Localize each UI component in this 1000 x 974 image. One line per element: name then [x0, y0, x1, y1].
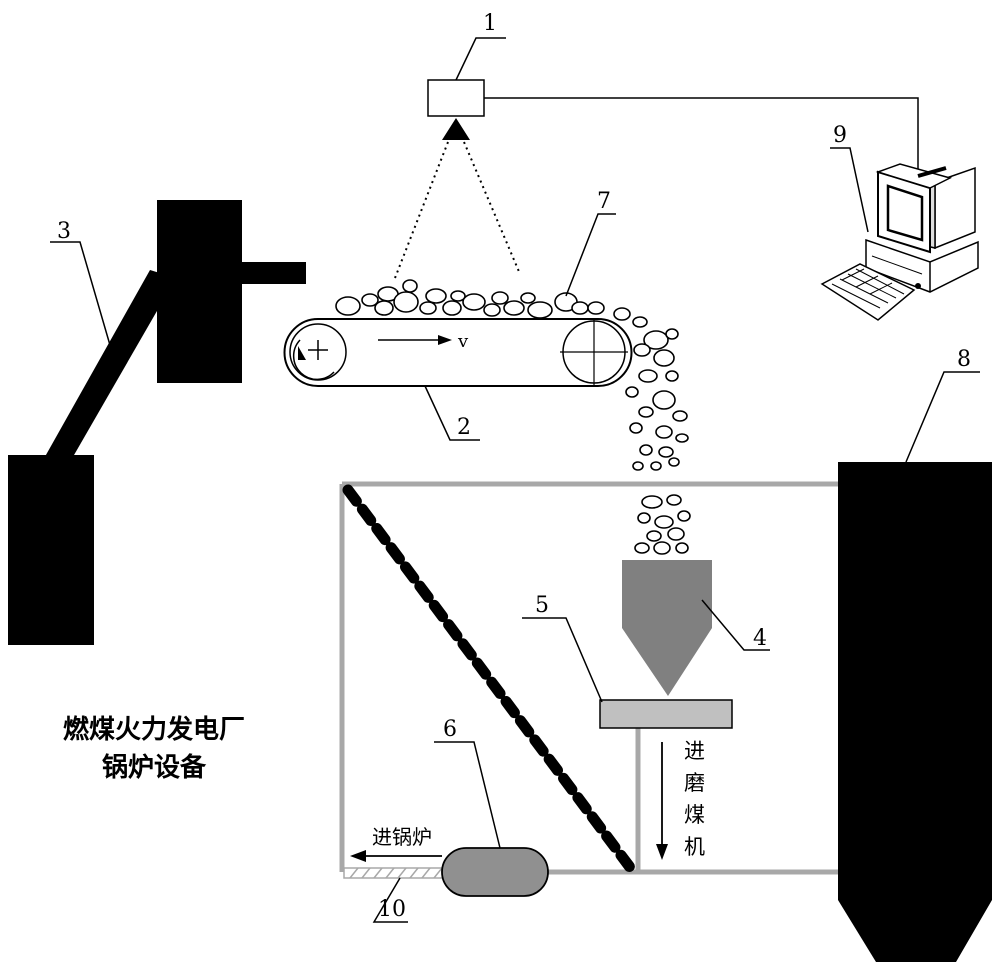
label-5-leader: [522, 618, 602, 702]
down-arrowhead: [656, 844, 668, 860]
belt-conveyor: [285, 318, 632, 386]
label-7: 7: [597, 189, 611, 214]
stacker-reclaimer: [8, 200, 306, 645]
label-2-leader: [425, 386, 480, 440]
label-9-leader: [830, 148, 868, 232]
computer: [822, 164, 978, 320]
to-boiler-arrowhead: [350, 850, 366, 862]
camera-lens: [442, 118, 470, 140]
to-mill-char-4: 机: [684, 835, 705, 859]
coal-hopper: [622, 560, 712, 696]
label-6: 6: [443, 717, 457, 742]
label-8: 8: [957, 347, 971, 372]
camera-view-right: [464, 142, 520, 274]
diagonal-dashed-line: [348, 490, 632, 870]
monitor-screen: [888, 186, 922, 240]
pc-power-led: [915, 283, 921, 289]
stacker-boom: [42, 270, 176, 462]
signal-cable: [484, 98, 918, 180]
coal-mill: [442, 848, 548, 896]
to-mill-char-1: 进: [684, 739, 705, 763]
stacker-head: [157, 200, 242, 383]
to-mill-char-3: 煤: [684, 803, 705, 827]
stacker-base: [8, 455, 94, 645]
coal-feeder: [600, 700, 732, 728]
label-1-leader: [456, 38, 506, 80]
label-10: 10: [378, 897, 406, 922]
coal-bunker: [838, 462, 992, 962]
camera-view-left: [395, 142, 448, 278]
label-3-leader: [50, 242, 112, 352]
camera-body: [428, 80, 484, 116]
label-4: 4: [753, 626, 767, 651]
label-2: 2: [457, 415, 471, 440]
speed-label: v: [457, 331, 469, 352]
label-6-leader: [434, 742, 500, 848]
coal-lumps: [336, 280, 690, 554]
label-1: 1: [483, 11, 497, 36]
label-5: 5: [535, 593, 549, 618]
to-boiler-label: 进锅炉: [372, 825, 432, 849]
label-9: 9: [833, 123, 847, 148]
plant-title-line2: 锅炉设备: [102, 753, 207, 783]
plant-title-line1: 燃煤火力发电厂: [63, 714, 245, 745]
stacker-arm: [240, 262, 306, 284]
speed-arrowhead: [438, 335, 452, 345]
label-3: 3: [57, 219, 71, 244]
camera: [395, 80, 520, 278]
coal-pipe: [344, 868, 444, 878]
to-mill-char-2: 磨: [684, 771, 705, 795]
to-mill-label: 进 磨 煤 机: [684, 739, 705, 859]
label-8-leader: [906, 372, 980, 462]
label-7-leader: [566, 214, 616, 296]
